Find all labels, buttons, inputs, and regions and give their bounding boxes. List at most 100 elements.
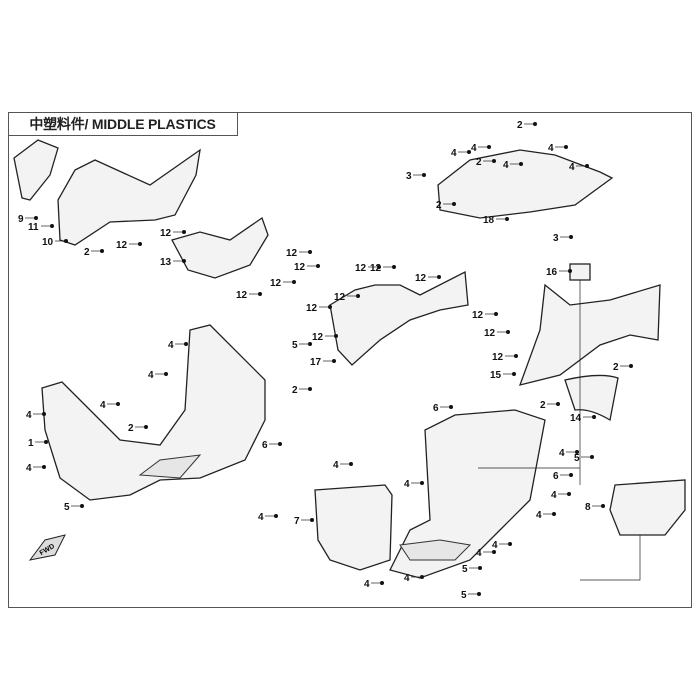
- fastener-icon: [50, 224, 54, 228]
- fastener-icon: [100, 249, 104, 253]
- callout-label: 6: [433, 403, 439, 414]
- fastener-icon: [505, 217, 509, 221]
- fwd-arrow-icon: FWD: [28, 534, 66, 561]
- fastener-icon: [422, 173, 426, 177]
- fastener-icon: [592, 415, 596, 419]
- fastener-icon: [492, 550, 496, 554]
- callout-label: 12: [270, 278, 282, 289]
- fastener-icon: [601, 504, 605, 508]
- fastener-icon: [477, 592, 481, 596]
- callout-label: 12: [355, 263, 367, 274]
- fastener-icon: [292, 280, 296, 284]
- part-1-left-footwell: [41, 324, 266, 501]
- part-18-console-frame: [437, 149, 614, 219]
- callout-label: 7: [294, 516, 300, 527]
- callout-label: 15: [490, 370, 502, 381]
- callout-label: 12: [294, 262, 306, 273]
- callout-label: 16: [546, 267, 558, 278]
- fastener-icon: [508, 542, 512, 546]
- callout-label: 12: [160, 228, 172, 239]
- callout-label: 4: [569, 162, 575, 173]
- callout-label: 18: [483, 215, 495, 226]
- callout-label: 11: [28, 222, 39, 233]
- callout-label: 4: [258, 512, 264, 523]
- callout-label: 4: [471, 143, 477, 154]
- callout-label: 6: [553, 471, 559, 482]
- fastener-icon: [494, 312, 498, 316]
- callout-label: 4: [168, 340, 174, 351]
- callout-label: 2: [613, 362, 619, 373]
- fastener-icon: [452, 202, 456, 206]
- fastener-icon: [629, 364, 633, 368]
- callout-label: 4: [503, 160, 509, 171]
- fastener-icon: [42, 412, 46, 416]
- part-10-front-side-cover: [57, 148, 201, 246]
- fastener-icon: [144, 425, 148, 429]
- callout-label: 12: [312, 332, 324, 343]
- callout-label: 4: [451, 148, 457, 159]
- callout-label: 2: [517, 120, 523, 131]
- fastener-icon: [449, 405, 453, 409]
- fastener-icon: [116, 402, 120, 406]
- callout-label: 4: [404, 479, 410, 490]
- callout-label: 12: [484, 328, 496, 339]
- callout-label: 4: [551, 490, 557, 501]
- callout-label: 8: [585, 502, 591, 513]
- fastener-icon: [487, 145, 491, 149]
- fastener-icon: [567, 492, 571, 496]
- fastener-icon: [308, 387, 312, 391]
- diagram-frame: [8, 112, 692, 608]
- fastener-icon: [467, 150, 471, 154]
- fastener-icon: [316, 264, 320, 268]
- fastener-icon: [552, 512, 556, 516]
- callout-label: 4: [559, 448, 565, 459]
- callout-label: 14: [570, 413, 582, 424]
- part-13-bracket: [171, 216, 269, 279]
- callout-label: 5: [292, 340, 298, 351]
- fastener-icon: [138, 242, 142, 246]
- fastener-icon: [278, 442, 282, 446]
- callout-label: 2: [476, 157, 482, 168]
- callout-label: 2: [540, 400, 546, 411]
- fastener-icon: [556, 402, 560, 406]
- fastener-icon: [308, 250, 312, 254]
- callout-label: 4: [536, 510, 542, 521]
- fastener-icon: [590, 455, 594, 459]
- part-right-footwell: [389, 409, 546, 579]
- part-8-battery-box: [609, 479, 686, 536]
- callout-label: 5: [462, 564, 468, 575]
- fastener-icon: [332, 359, 336, 363]
- fastener-icon: [575, 450, 579, 454]
- fastener-icon: [184, 342, 188, 346]
- callout-label: 2: [436, 200, 442, 211]
- fastener-icon: [44, 440, 48, 444]
- fastener-icon: [564, 145, 568, 149]
- fastener-icon: [310, 518, 314, 522]
- callout-label: 3: [553, 233, 559, 244]
- fastener-icon: [334, 334, 338, 338]
- part-16-reference-box: [569, 263, 591, 281]
- callout-label: 5: [64, 502, 70, 513]
- fastener-icon: [34, 216, 38, 220]
- callout-label: 12: [370, 263, 382, 274]
- fastener-icon: [64, 239, 68, 243]
- callout-label: 4: [26, 463, 32, 474]
- fastener-icon: [380, 581, 384, 585]
- fastener-icon: [80, 504, 84, 508]
- fastener-icon: [356, 294, 360, 298]
- page-title: 中塑料件/ MIDDLE PLASTICS: [8, 112, 238, 136]
- fastener-icon: [478, 566, 482, 570]
- callout-label: 12: [286, 248, 298, 259]
- callout-label: 12: [116, 240, 128, 251]
- callout-label: 4: [404, 573, 410, 584]
- fastener-icon: [308, 342, 312, 346]
- fastener-icon: [506, 330, 510, 334]
- fastener-icon: [377, 265, 381, 269]
- callout-label: 4: [100, 400, 106, 411]
- callout-label: 4: [476, 548, 482, 559]
- fastener-icon: [420, 575, 424, 579]
- part-14-panel: [564, 374, 619, 422]
- fastener-icon: [512, 372, 516, 376]
- fastener-icon: [328, 305, 332, 309]
